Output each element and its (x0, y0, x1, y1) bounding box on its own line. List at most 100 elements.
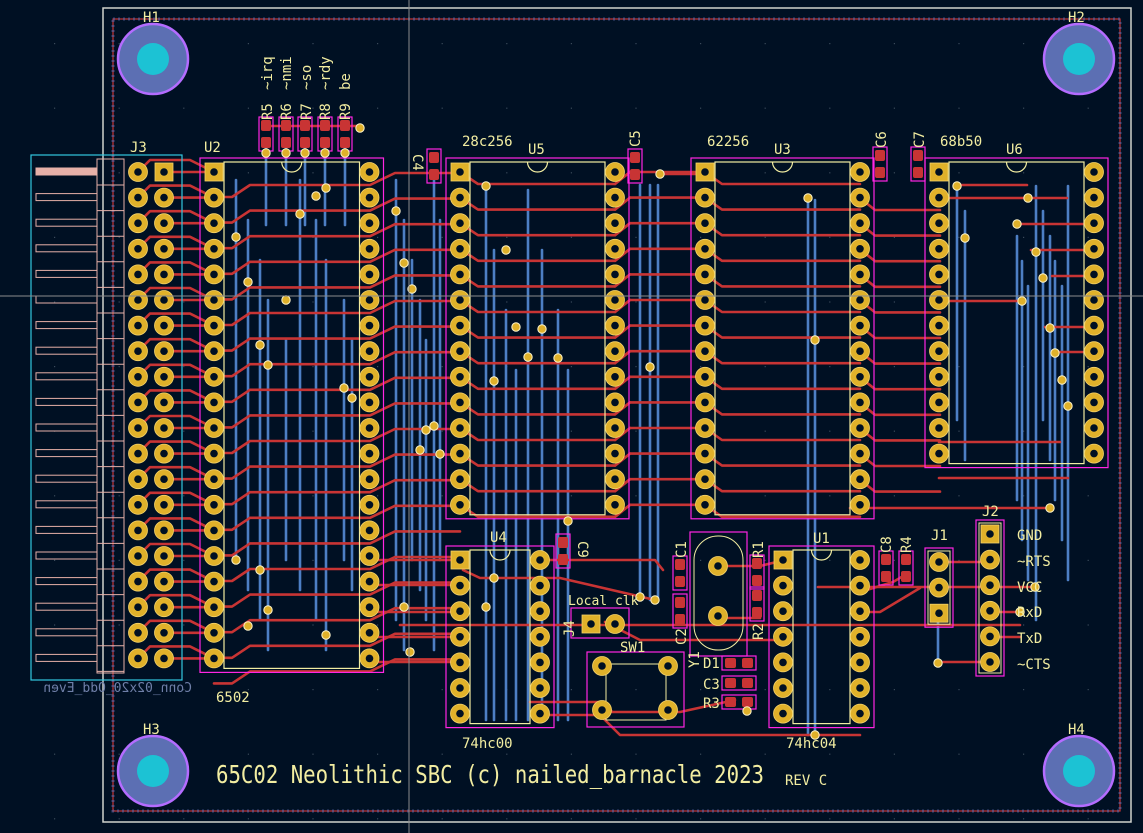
via (1050, 348, 1060, 358)
grid-dot (506, 753, 508, 755)
h1-ref: H1 (143, 10, 160, 26)
grid-dot (635, 753, 637, 755)
grid-dot (377, 236, 379, 238)
pad-drill (365, 603, 374, 611)
pad-drill (856, 398, 864, 407)
smd-pad (429, 152, 439, 163)
u4-value: 74hc00 (462, 736, 513, 752)
grid-dot (54, 689, 56, 691)
grid-dot (54, 236, 56, 238)
courtyard (689, 531, 748, 657)
via (511, 322, 521, 332)
pad-drill (365, 424, 374, 432)
grid-dot (829, 559, 831, 561)
r7-ref: R7 (299, 103, 315, 120)
grid-dot (570, 495, 572, 497)
pad-drill (856, 219, 864, 227)
via (399, 258, 409, 268)
grid-dot (377, 107, 379, 109)
grid-dot (312, 689, 314, 691)
grid-dot (1023, 172, 1025, 174)
via (295, 209, 305, 219)
grid-dot (958, 689, 960, 691)
pad-drill (611, 373, 619, 381)
r2-ref: R2 (751, 623, 767, 640)
smd-pad (742, 658, 753, 668)
smd-pad (630, 152, 640, 163)
via (952, 181, 962, 191)
smd-pad (300, 120, 310, 131)
capacitor-c8 (878, 550, 894, 586)
grid-dot (893, 495, 895, 497)
via (255, 340, 265, 350)
grid-dot (700, 818, 702, 820)
j3-pin-lead (35, 167, 98, 176)
grid-dot (118, 624, 120, 626)
silk-outline (978, 522, 1002, 674)
grid-dot (1087, 624, 1089, 626)
courtyard (749, 586, 765, 622)
silk-outline (469, 549, 531, 725)
pad-drill (160, 629, 168, 637)
grid-dot (764, 689, 766, 691)
grid-dot (506, 43, 508, 45)
grid-dot (893, 689, 895, 691)
pad-drill (611, 219, 619, 227)
resistor-r5 (258, 116, 274, 152)
grid-dot (958, 753, 960, 755)
resistor-r8 (317, 116, 333, 152)
grid-dot (247, 43, 249, 45)
via (311, 191, 321, 201)
silk-outline (605, 663, 667, 721)
smd-pad (901, 571, 911, 582)
resistor-r2 (749, 586, 765, 622)
grid-dot (1087, 366, 1089, 368)
pad-drill (935, 583, 943, 592)
pad-drill (856, 607, 864, 615)
pad-drill (134, 552, 142, 560)
pad-drill (1090, 296, 1098, 304)
grid-dot (506, 301, 508, 303)
pad-drill (134, 321, 142, 330)
courtyard (672, 593, 688, 629)
silk-outline (223, 161, 361, 669)
board-revision-text: REV C (785, 773, 827, 789)
courtyard (199, 157, 385, 674)
smd-pad (281, 120, 291, 131)
grid-dot (377, 43, 379, 45)
pad-drill (611, 398, 619, 407)
pad-drill (935, 398, 943, 407)
pad-drill (134, 654, 142, 663)
grid-dot (183, 559, 185, 561)
pad-drill (935, 270, 943, 279)
via (281, 148, 291, 158)
grid-dot (893, 236, 895, 238)
pad-drill (856, 449, 864, 458)
courtyard (910, 146, 926, 182)
mounting-hole-drill (137, 43, 169, 75)
grid-dot (441, 107, 443, 109)
smd-pad (725, 678, 736, 688)
via (243, 621, 253, 631)
grid-dot (700, 43, 702, 45)
grid-dot (377, 495, 379, 497)
pad-drill (611, 475, 619, 484)
connector-j2 (975, 519, 1005, 677)
grid-dot (54, 43, 56, 45)
via (405, 647, 415, 657)
pad-drill (935, 558, 943, 566)
j2-ref: J2 (982, 504, 999, 520)
smd-pad (261, 120, 271, 131)
resistor-r7 (297, 116, 313, 152)
j3-pin-lead (35, 423, 98, 432)
grid-dot (570, 107, 572, 109)
pad-drill (611, 620, 619, 628)
grid-dot (54, 366, 56, 368)
grid-dot (1087, 495, 1089, 497)
grid-dot (247, 107, 249, 109)
grid-dot (312, 172, 314, 174)
pad-drill (365, 501, 374, 509)
j4-value: Local clk (568, 594, 639, 609)
j3-body-outline (96, 158, 125, 674)
